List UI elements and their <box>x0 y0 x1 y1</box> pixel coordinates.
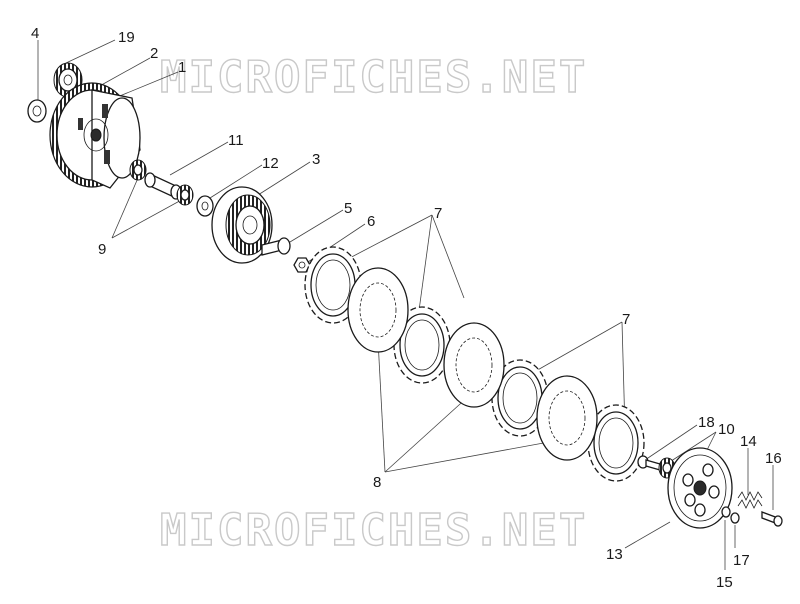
callout-8: 8 <box>373 474 381 491</box>
callout-9: 9 <box>98 241 106 258</box>
callout-5: 5 <box>344 200 352 217</box>
part-bolt-16 <box>761 511 783 527</box>
callout-1: 1 <box>178 59 186 76</box>
callouts: 4 19 2 1 11 12 3 5 6 7 9 7 8 18 10 14 16… <box>31 25 782 591</box>
part-washer-15 <box>721 506 731 518</box>
callout-11: 11 <box>228 132 244 149</box>
part-steel-plate-8b <box>443 322 505 408</box>
part-steel-plate-8a <box>347 267 409 353</box>
callout-3: 3 <box>312 151 320 168</box>
callout-13: 13 <box>606 546 623 563</box>
callout-7-lower: 7 <box>622 311 630 328</box>
callout-2: 2 <box>150 45 158 62</box>
part-washer-4 <box>27 99 47 123</box>
part-nut-6 <box>293 257 311 273</box>
callout-18: 18 <box>698 414 715 431</box>
watermark-bottom: MICROFICHES.NET <box>160 505 587 556</box>
part-spring-14 <box>737 491 763 509</box>
part-pressure-plate-13 <box>667 447 733 529</box>
part-pushrod-18 <box>637 455 661 471</box>
part-friction-disc-7d <box>587 404 645 482</box>
part-needle-bearing-9 <box>129 159 147 181</box>
part-sleeve-11 <box>144 172 182 200</box>
callout-4: 4 <box>31 25 39 42</box>
part-thrust-washer-12 <box>196 195 214 217</box>
callout-17: 17 <box>733 552 750 569</box>
callout-14: 14 <box>740 433 757 450</box>
callout-19: 19 <box>118 29 135 46</box>
part-steel-plate-8c <box>536 375 598 461</box>
callout-6: 6 <box>367 213 375 230</box>
part-needle-bearing-9b <box>176 184 194 206</box>
callout-7-upper: 7 <box>434 205 442 222</box>
watermark-top: MICROFICHES.NET <box>160 52 587 103</box>
part-friction-disc-7b <box>393 306 451 384</box>
part-clutch-hub-3 <box>211 186 273 264</box>
part-washer-5 <box>261 237 291 256</box>
part-clutch-basket-1 <box>49 82 141 189</box>
leader-lines <box>37 39 774 570</box>
callout-10: 10 <box>718 421 735 438</box>
part-washer-17 <box>730 512 740 524</box>
part-friction-disc-7a <box>304 246 362 324</box>
callout-12: 12 <box>262 155 279 172</box>
part-friction-disc-7c <box>491 359 549 437</box>
callout-15: 15 <box>716 574 733 591</box>
callout-16: 16 <box>765 450 782 467</box>
